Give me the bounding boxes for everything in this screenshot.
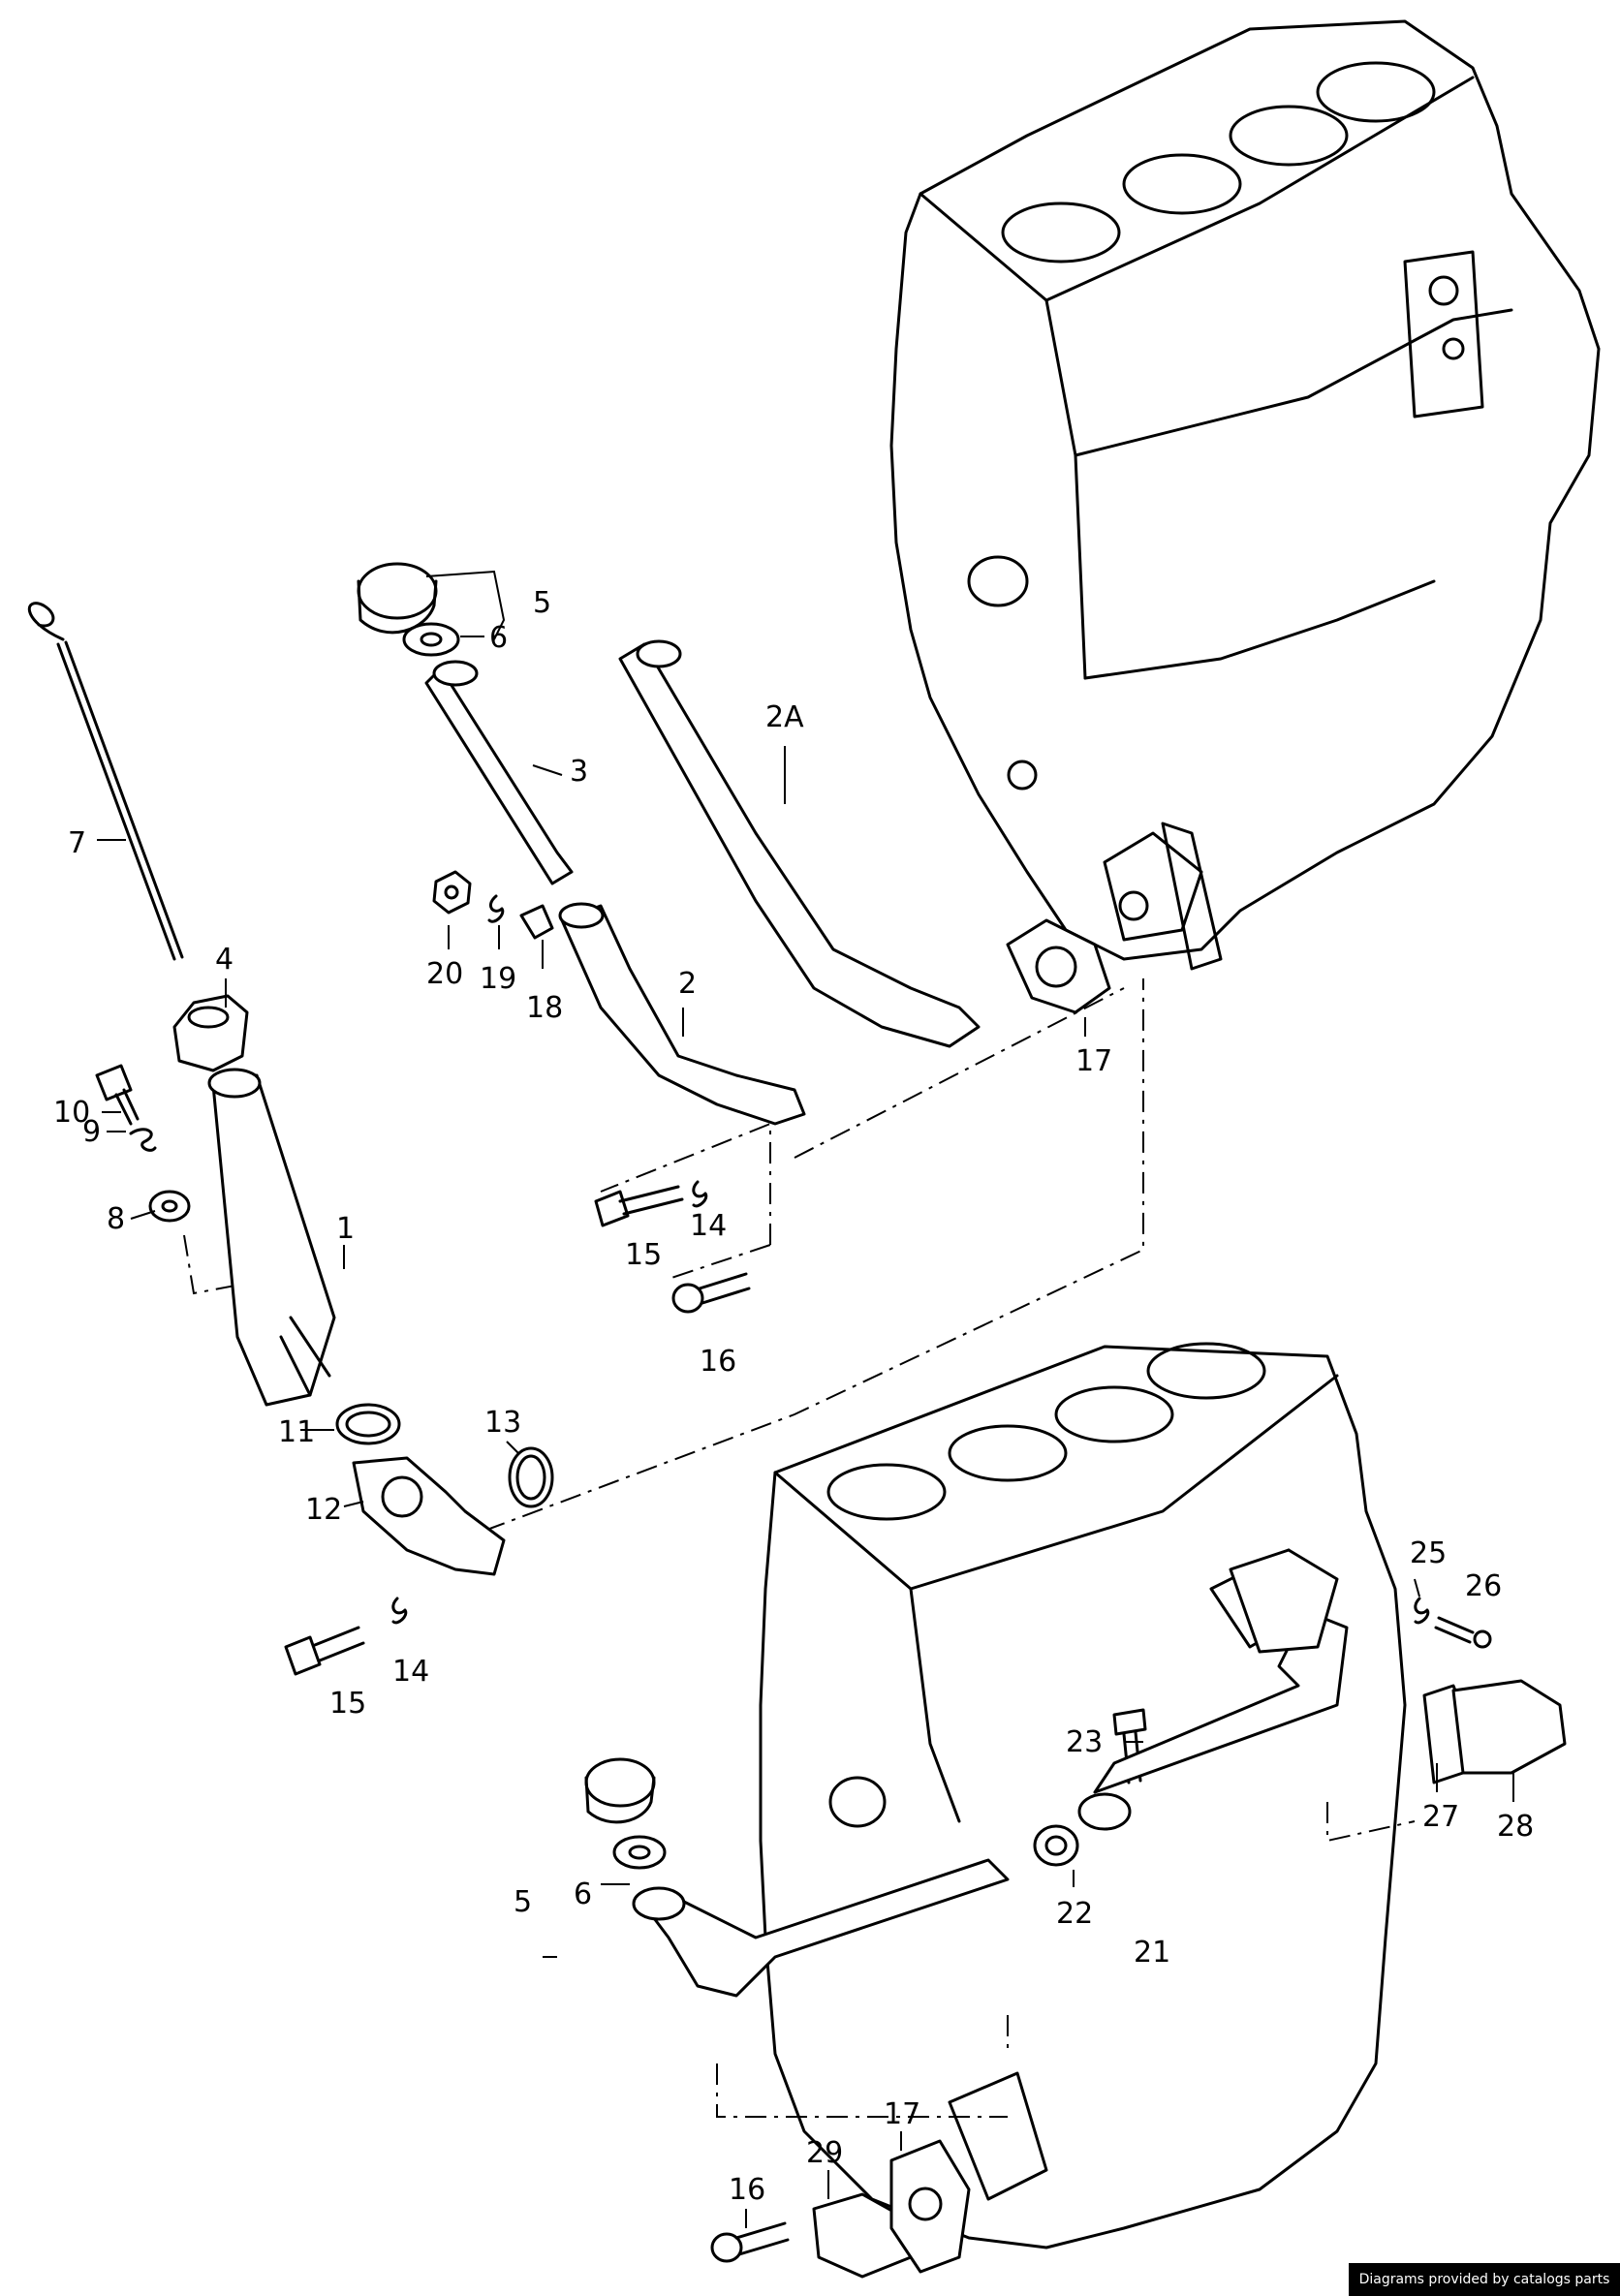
label-part-17-lower: 17 xyxy=(884,2097,920,2131)
label-part-15-lower: 15 xyxy=(329,1687,366,1721)
label-part-3: 3 xyxy=(570,755,588,789)
part-7-dipstick[interactable] xyxy=(27,602,184,961)
label-part-4: 4 xyxy=(215,943,234,977)
part-18-clip[interactable] xyxy=(519,904,554,940)
label-part-26: 26 xyxy=(1465,1569,1502,1603)
part-17-gasket[interactable] xyxy=(1006,918,1111,1014)
label-part-25: 25 xyxy=(1410,1536,1447,1570)
part-14-washer-lower[interactable] xyxy=(391,1597,408,1625)
part-3-tube[interactable] xyxy=(424,660,574,885)
engine-block-lower xyxy=(759,1342,1407,2249)
label-part-19: 19 xyxy=(480,962,516,996)
part-15-bolt[interactable] xyxy=(594,1185,684,1227)
label-part-22: 22 xyxy=(1056,1897,1093,1931)
part-16-bolt[interactable] xyxy=(671,1272,751,1314)
label-part-15: 15 xyxy=(625,1238,662,1272)
part-15-bolt-lower[interactable] xyxy=(284,1626,365,1676)
label-part-9: 9 xyxy=(82,1115,101,1149)
label-part-21: 21 xyxy=(1134,1936,1170,1970)
part-20-nut[interactable] xyxy=(432,870,472,915)
part-22-grommet[interactable] xyxy=(1033,1824,1079,1867)
engine-block-upper xyxy=(889,19,1601,971)
part-1-filler-neck[interactable] xyxy=(207,1068,336,1407)
label-part-23: 23 xyxy=(1066,1725,1103,1759)
part-6-seal[interactable] xyxy=(402,622,460,657)
credit-badge: Diagrams provided by catalogs parts xyxy=(1349,2263,1620,2296)
label-part-1: 1 xyxy=(336,1212,355,1246)
part-14-washer[interactable] xyxy=(692,1180,708,1208)
label-part-2a: 2A xyxy=(765,700,804,734)
label-part-13: 13 xyxy=(484,1406,521,1440)
part-25-washer[interactable] xyxy=(1414,1597,1430,1625)
part-12-flange[interactable] xyxy=(352,1456,506,1576)
part-2-tube[interactable] xyxy=(558,902,806,1126)
label-part-16: 16 xyxy=(700,1345,736,1379)
label-part-14: 14 xyxy=(690,1209,727,1243)
label-part-10: 10 xyxy=(53,1096,90,1130)
part-4-cap[interactable] xyxy=(172,994,249,1072)
label-part-17: 17 xyxy=(1075,1044,1112,1078)
part-19-washer[interactable] xyxy=(487,894,505,923)
label-part-6: 6 xyxy=(489,621,508,655)
part-5-cap-lower[interactable] xyxy=(584,1757,656,1824)
part-labels-top: 7 5 6 3 2A 4 20 19 18 2 17 10 9 8 1 15 1… xyxy=(53,586,1112,1721)
part-labels-bottom: 25 26 23 27 28 5 6 22 21 16 29 17 xyxy=(514,1536,1534,2207)
label-part-6-lower: 6 xyxy=(574,1877,592,1911)
part-6-seal-lower[interactable] xyxy=(612,1835,667,1870)
label-part-14-lower: 14 xyxy=(392,1655,429,1689)
part-13-ring[interactable] xyxy=(508,1446,554,1508)
part-10-bolt[interactable] xyxy=(95,1064,140,1126)
label-part-5-lower: 5 xyxy=(514,1885,532,1919)
part-9-washer[interactable] xyxy=(129,1128,157,1152)
part-26-bolt[interactable] xyxy=(1434,1616,1492,1649)
part-21-dip-tube[interactable] xyxy=(632,1858,1010,1998)
label-part-27: 27 xyxy=(1422,1800,1459,1834)
part-17-gasket-lower[interactable] xyxy=(889,2139,971,2274)
part-28-cover[interactable] xyxy=(1451,1679,1567,1775)
label-part-29: 29 xyxy=(806,2136,843,2170)
label-part-16-lower: 16 xyxy=(729,2173,765,2207)
part-21-tube[interactable] xyxy=(1077,1548,1349,1831)
label-part-2: 2 xyxy=(678,967,697,1001)
label-part-20: 20 xyxy=(426,957,463,991)
label-part-28: 28 xyxy=(1497,1810,1534,1844)
label-part-7: 7 xyxy=(68,826,86,860)
label-part-8: 8 xyxy=(107,1202,125,1236)
label-part-18: 18 xyxy=(526,991,563,1025)
label-part-5: 5 xyxy=(533,586,551,620)
part-11-ring[interactable] xyxy=(335,1403,401,1445)
part-5-cap[interactable] xyxy=(357,562,438,635)
part-16-bolt-lower[interactable] xyxy=(710,2221,790,2263)
label-part-12: 12 xyxy=(305,1493,342,1527)
label-part-11: 11 xyxy=(278,1415,315,1449)
part-2a-tube[interactable] xyxy=(618,639,981,1048)
leader-lines xyxy=(97,570,1514,2228)
part-8-washer[interactable] xyxy=(148,1190,191,1223)
